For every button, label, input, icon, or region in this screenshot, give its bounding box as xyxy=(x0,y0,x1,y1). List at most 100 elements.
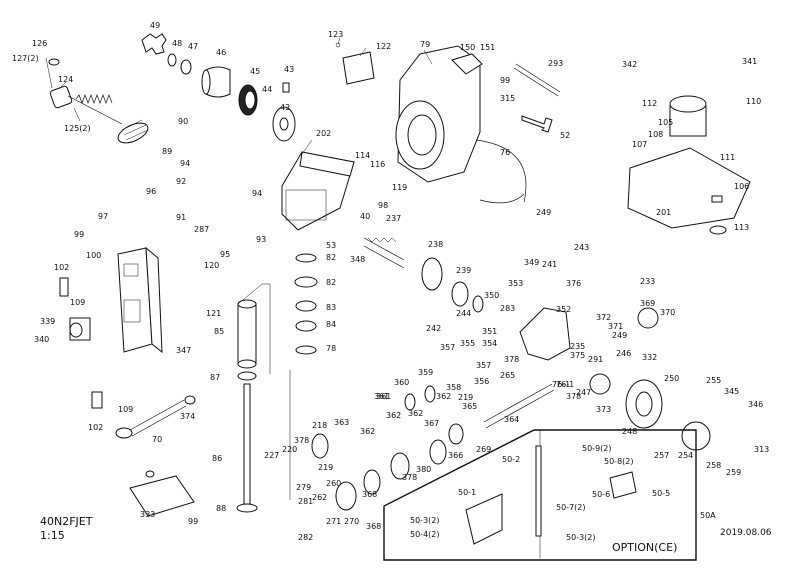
part-label: 126 xyxy=(32,39,47,48)
part-label: 92 xyxy=(176,177,186,186)
part-label: 50-1 xyxy=(458,488,476,497)
part-label: 89 xyxy=(162,147,172,156)
part-label: 352 xyxy=(556,305,571,314)
part-label: 49 xyxy=(150,21,160,30)
part-label: 345 xyxy=(724,387,739,396)
part-label: 219 xyxy=(458,393,473,402)
part-label: 363 xyxy=(334,418,349,427)
part-label: 282 xyxy=(298,533,313,542)
part-label: 78 xyxy=(326,344,336,353)
part-label: 362 xyxy=(436,392,451,401)
part-label: 262 xyxy=(312,493,327,502)
part-label: 110 xyxy=(746,97,761,106)
part-label: 332 xyxy=(642,353,657,362)
part-label: 45 xyxy=(250,67,260,76)
part-label: 125(2) xyxy=(64,124,91,133)
part-label: 248 xyxy=(622,427,637,436)
model-number: 40N2FJET xyxy=(40,515,93,528)
part-label: 50-3(2) xyxy=(566,533,596,542)
part-label: 372 xyxy=(596,313,611,322)
part-label: 99 xyxy=(74,230,84,239)
part-label: 291 xyxy=(588,355,603,364)
part-label: 371 xyxy=(608,322,623,331)
part-label: 90 xyxy=(178,117,188,126)
part-label: 50-4(2) xyxy=(410,530,440,539)
part-label: 85 xyxy=(214,327,224,336)
part-label: 380 xyxy=(416,465,431,474)
part-label: 151 xyxy=(480,43,495,52)
part-label: 113 xyxy=(734,223,749,232)
part-label: 293 xyxy=(548,59,563,68)
part-label: 355 xyxy=(460,339,475,348)
part-label: 347 xyxy=(176,346,191,355)
part-label: 362 xyxy=(360,427,375,436)
part-label: 233 xyxy=(640,277,655,286)
part-label: 354 xyxy=(482,339,497,348)
part-label: 366 xyxy=(448,451,463,460)
part-label: 218 xyxy=(312,421,327,430)
part-label: 359 xyxy=(418,368,433,377)
part-label: 313 xyxy=(754,445,769,454)
part-label: 341 xyxy=(742,57,757,66)
part-label: 107 xyxy=(632,140,647,149)
part-label: 76-1 xyxy=(552,380,570,389)
part-label: 100 xyxy=(86,251,101,260)
part-label: 202 xyxy=(316,129,331,138)
part-label: 373 xyxy=(596,405,611,414)
part-label: 265 xyxy=(500,371,515,380)
part-label: 83 xyxy=(326,303,336,312)
part-label: 315 xyxy=(500,94,515,103)
part-label: 43 xyxy=(284,65,294,74)
part-label: 235 xyxy=(570,342,585,351)
part-label: 259 xyxy=(726,468,741,477)
drawing-date: 2019.08.06 xyxy=(720,528,772,538)
part-label: 87 xyxy=(210,373,220,382)
part-label: 50-7(2) xyxy=(556,503,586,512)
part-label: 376 xyxy=(566,279,581,288)
part-label: 50-5 xyxy=(652,489,670,498)
part-label: 361 xyxy=(374,392,389,401)
title-block: 40N2FJET 1:15 2019.08.06 OPTION(CE) 50A xyxy=(40,511,772,554)
part-label: 364 xyxy=(504,415,519,424)
part-label: 350 xyxy=(484,291,499,300)
part-label: 351 xyxy=(482,327,497,336)
part-label: 48 xyxy=(172,39,182,48)
part-label: 374 xyxy=(180,412,195,421)
part-label: 365 xyxy=(462,402,477,411)
part-label: 346 xyxy=(748,400,763,409)
part-label: 79 xyxy=(420,40,430,49)
part-label: 378 xyxy=(566,392,581,401)
scale-label: 1:15 xyxy=(40,529,65,542)
part-label: 378 xyxy=(504,355,519,364)
part-label: 357 xyxy=(440,343,455,352)
part-label: 119 xyxy=(392,183,407,192)
part-label: 227 xyxy=(264,451,279,460)
part-label: 339 xyxy=(40,317,55,326)
part-label: 99 xyxy=(188,517,198,526)
part-label: 109 xyxy=(70,298,85,307)
part-label: 50-6 xyxy=(592,490,610,499)
part-label: 46 xyxy=(216,48,226,57)
part-label: 279 xyxy=(296,483,311,492)
part-label: 254 xyxy=(678,451,693,460)
part-label: 247 xyxy=(576,388,591,397)
part-label: 98 xyxy=(378,201,388,210)
part-label: 201 xyxy=(656,208,671,217)
part-label: 82 xyxy=(326,278,336,287)
part-label: 287 xyxy=(194,225,209,234)
part-label: 50-9(2) xyxy=(582,444,612,453)
part-label: 84 xyxy=(326,320,336,329)
part-label: 242 xyxy=(426,324,441,333)
part-label: 111 xyxy=(720,153,735,162)
part-label: 356 xyxy=(474,377,489,386)
part-label: 76-1 xyxy=(556,380,574,389)
part-label: 362 xyxy=(386,411,401,420)
part-label: 348 xyxy=(350,255,365,264)
part-label: 97 xyxy=(98,212,108,221)
part-label: 260 xyxy=(326,479,341,488)
part-label: 370 xyxy=(660,308,675,317)
part-label: 378 xyxy=(402,473,417,482)
part-label: 367 xyxy=(424,419,439,428)
part-label: 150 xyxy=(460,43,475,52)
